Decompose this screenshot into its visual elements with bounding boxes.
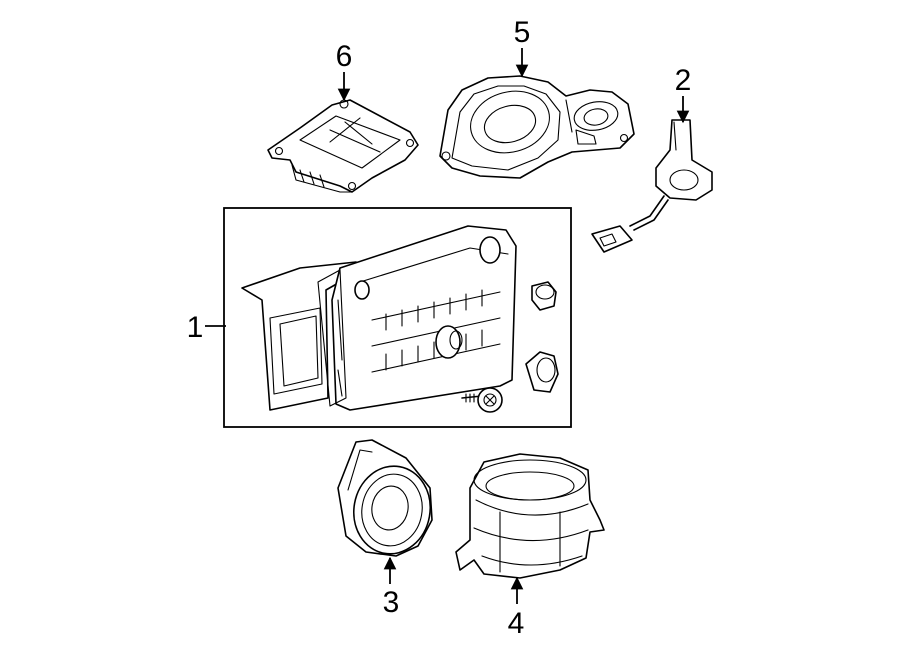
part-2-sensor-harness xyxy=(591,119,713,253)
callout-1: 1 xyxy=(187,311,204,344)
callout-3: 3 xyxy=(383,586,400,619)
part-1-radio-unit xyxy=(241,225,559,413)
callout-2: 2 xyxy=(675,64,692,97)
callout-5: 5 xyxy=(514,16,531,49)
part-5-speaker-enclosure xyxy=(439,75,635,179)
part-1-frame xyxy=(223,207,572,428)
part-3-speaker xyxy=(337,439,433,557)
part-6-module-bracket xyxy=(267,99,419,193)
part-4-speaker-housing xyxy=(455,453,605,579)
callout-4: 4 xyxy=(508,607,525,640)
callout-6: 6 xyxy=(336,40,353,73)
callout-leaders xyxy=(205,48,690,604)
